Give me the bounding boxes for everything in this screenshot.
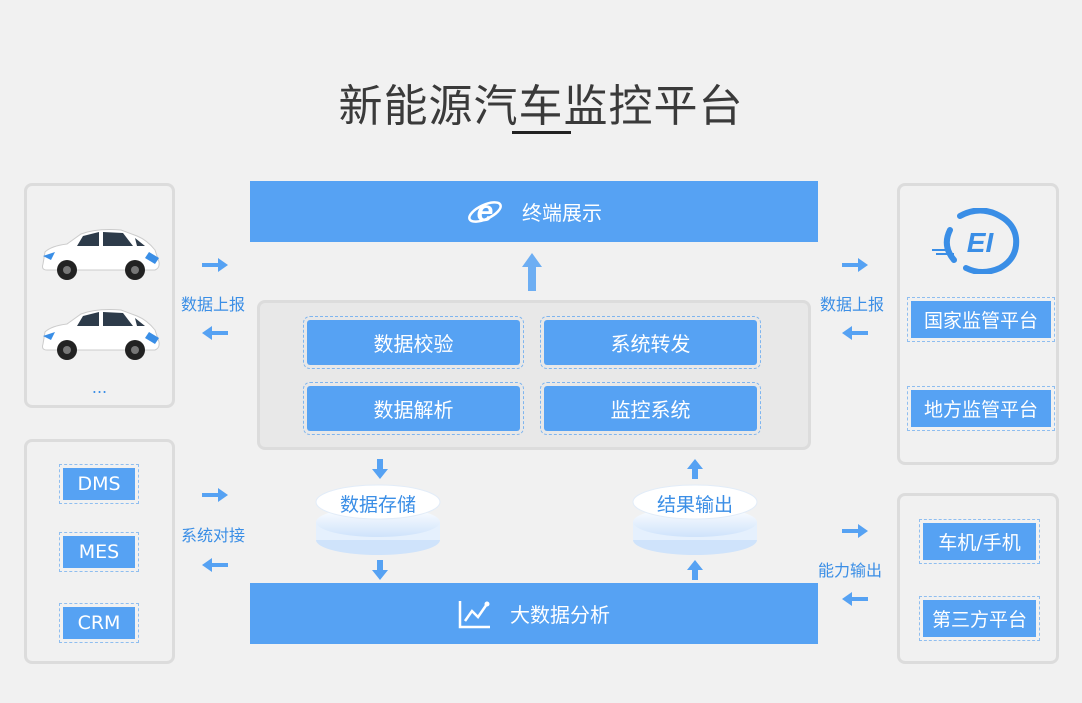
ie-browser-icon: e bbox=[466, 194, 504, 230]
car-icon bbox=[42, 309, 160, 360]
svg-text:EI: EI bbox=[967, 227, 995, 258]
line-chart-icon bbox=[458, 599, 492, 629]
vehicles-panel: ... bbox=[24, 183, 175, 408]
arrow-up-icon bbox=[687, 560, 703, 580]
arrow-left-icon bbox=[842, 592, 868, 606]
terminal-display-label: 终端展示 bbox=[522, 201, 602, 225]
regulator-logo-icon: EI bbox=[932, 208, 1020, 274]
arrow-down-icon bbox=[372, 560, 388, 580]
system-item-crm: CRM bbox=[59, 603, 139, 643]
more-vehicles-ellipsis: ... bbox=[91, 378, 108, 397]
regulator-local: 地方监管平台 bbox=[907, 386, 1055, 431]
arrow-left-icon bbox=[842, 326, 868, 340]
output-vehicle-phone: 车机/手机 bbox=[919, 519, 1040, 564]
output-third-party: 第三方平台 bbox=[919, 596, 1040, 641]
page-title: 新能源汽车监控平台 bbox=[338, 81, 744, 132]
label-system-dock: 系统对接 bbox=[181, 526, 246, 545]
title-underline bbox=[512, 131, 571, 134]
outputs-panel: 车机/手机 第三方平台 bbox=[897, 493, 1059, 664]
database-icon bbox=[632, 484, 758, 555]
terminal-display-bar: e 终端展示 bbox=[250, 181, 818, 242]
big-data-analysis-label: 大数据分析 bbox=[510, 603, 610, 627]
systems-panel: DMS MES CRM bbox=[24, 439, 175, 664]
arrow-left-icon bbox=[202, 326, 228, 340]
arrow-right-icon bbox=[202, 258, 228, 272]
arrow-left-icon bbox=[202, 558, 228, 572]
core-processing-panel: 数据校验 系统转发 数据解析 监控系统 bbox=[257, 300, 811, 450]
big-data-analysis-bar: 大数据分析 bbox=[250, 583, 818, 644]
system-item-mes: MES bbox=[59, 532, 139, 572]
car-icon bbox=[42, 229, 160, 280]
data-storage-node: 数据存储 bbox=[313, 482, 443, 558]
arrow-right-icon bbox=[842, 524, 868, 538]
data-storage-label: 数据存储 bbox=[339, 494, 416, 516]
label-capability-output: 能力输出 bbox=[818, 561, 883, 580]
module-data-parsing: 数据解析 bbox=[303, 382, 524, 435]
arrow-right-icon bbox=[842, 258, 868, 272]
module-data-validation: 数据校验 bbox=[303, 316, 524, 369]
module-system-forwarding: 系统转发 bbox=[540, 316, 761, 369]
database-icon bbox=[315, 484, 441, 555]
arrow-up-icon bbox=[687, 459, 703, 479]
arrow-right-icon bbox=[202, 488, 228, 502]
module-monitoring-system: 监控系统 bbox=[540, 382, 761, 435]
label-left-upload: 数据上报 bbox=[181, 295, 246, 314]
arrow-down-icon bbox=[372, 459, 388, 479]
result-output-node: 结果输出 bbox=[630, 482, 760, 558]
system-item-dms: DMS bbox=[59, 464, 139, 504]
label-right-upload: 数据上报 bbox=[820, 295, 885, 314]
arrow-up-icon bbox=[522, 253, 542, 291]
svg-text:e: e bbox=[477, 195, 494, 228]
result-output-label: 结果输出 bbox=[656, 494, 733, 516]
regulator-national: 国家监管平台 bbox=[907, 297, 1055, 342]
regulators-panel: EI 国家监管平台 地方监管平台 bbox=[897, 183, 1059, 465]
